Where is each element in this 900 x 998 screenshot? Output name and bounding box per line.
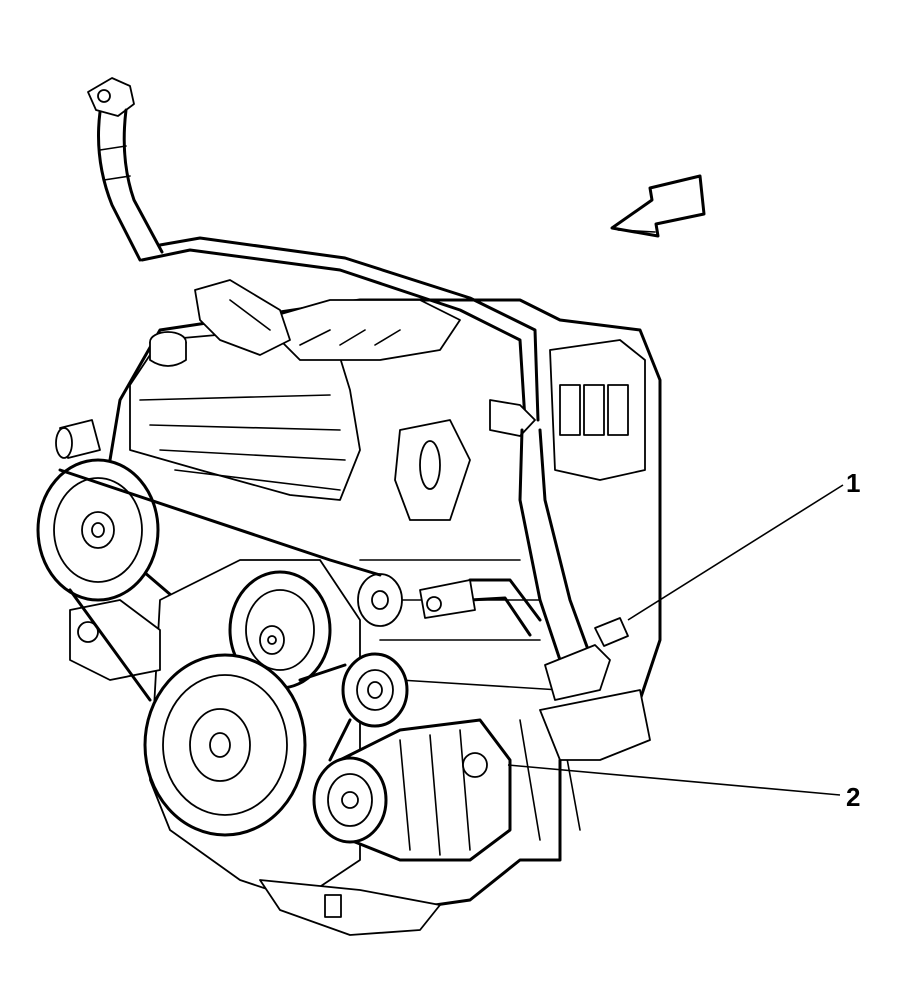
coolant-outlet (55, 419, 101, 459)
accessory-bracket (69, 599, 161, 681)
callout-1: 1 (627, 468, 860, 621)
water-pump-pulley (228, 570, 332, 690)
serpentine-belt (58, 468, 382, 762)
callout-2: 2 (507, 764, 860, 812)
ac-hose-assembly (87, 77, 629, 701)
callout-2-label: 2 (846, 782, 860, 812)
idler-pulley (341, 652, 409, 728)
ac-compressor (312, 718, 512, 862)
crankshaft-balancer (143, 653, 307, 837)
tensioner-pulley (357, 573, 403, 627)
view-direction-arrow-icon (610, 174, 706, 238)
intake-hose (194, 279, 291, 356)
callout-1-label: 1 (846, 468, 860, 498)
power-steering-pulley (36, 458, 160, 602)
